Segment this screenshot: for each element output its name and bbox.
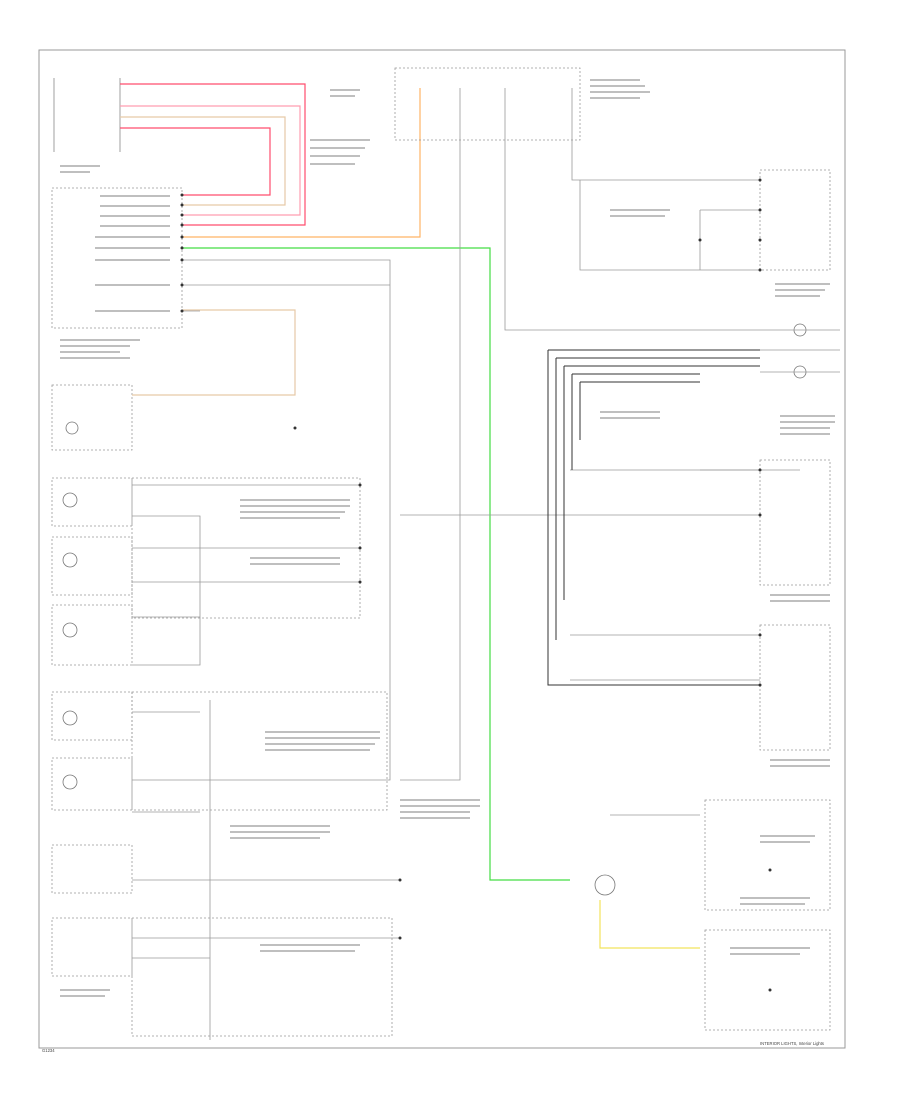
body-control-module-box: [51, 187, 183, 329]
trunk-lid-switch-box: [51, 384, 133, 451]
fuse-block-box: [394, 67, 581, 141]
switch-symbols: [62, 323, 807, 896]
left-column: [51, 78, 393, 1037]
colored-wires: [120, 83, 700, 949]
grey-wires: [132, 88, 840, 1040]
text-stubs: [60, 79, 835, 997]
footer-right: INTERIOR LIGHTS, Interior Lights: [760, 1041, 824, 1046]
dark-wires: [547, 349, 760, 686]
right-lamp-boxes: [704, 169, 831, 1031]
terminal-dots: [180, 178, 772, 992]
diagram-frame: [38, 49, 846, 1049]
footer-left: G1234: [42, 1048, 55, 1053]
